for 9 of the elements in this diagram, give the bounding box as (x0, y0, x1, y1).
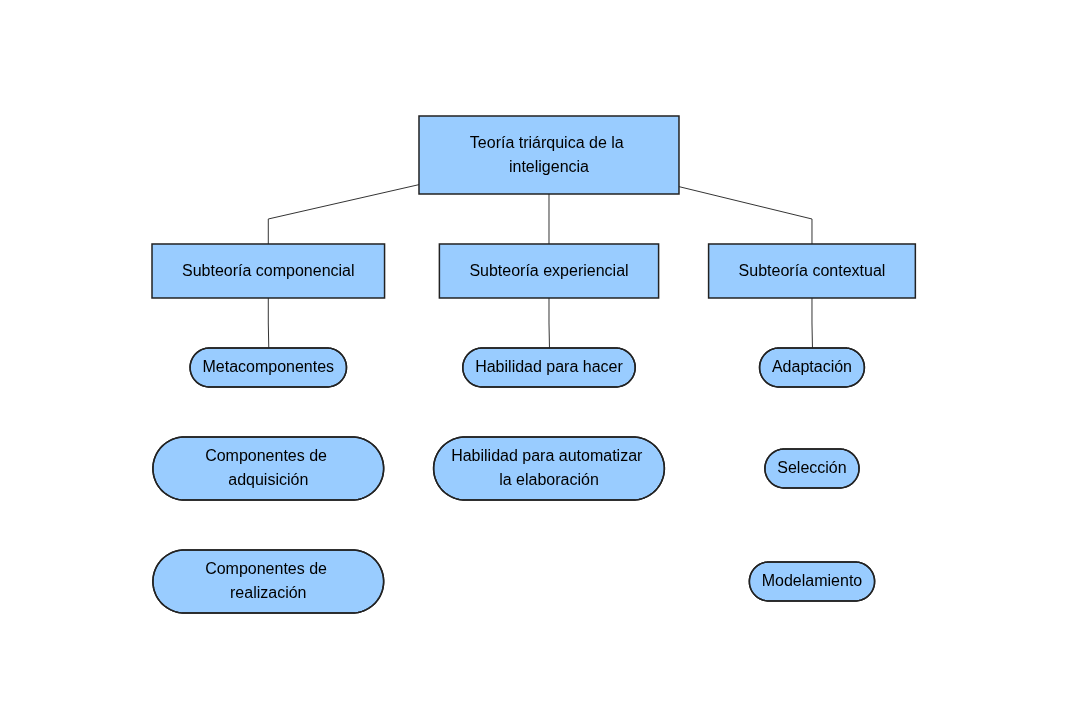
node-box: Subteoría experiencial (438, 242, 660, 299)
node-box: Teoría triárquica de la inteligencia (418, 114, 681, 195)
connector (811, 297, 814, 349)
node-box: Subteoría componencial (151, 242, 386, 299)
connector (268, 297, 270, 349)
connector (268, 183, 420, 244)
node-box: Subteoría contextual (708, 242, 917, 299)
connector (548, 193, 550, 244)
connector (548, 297, 551, 349)
